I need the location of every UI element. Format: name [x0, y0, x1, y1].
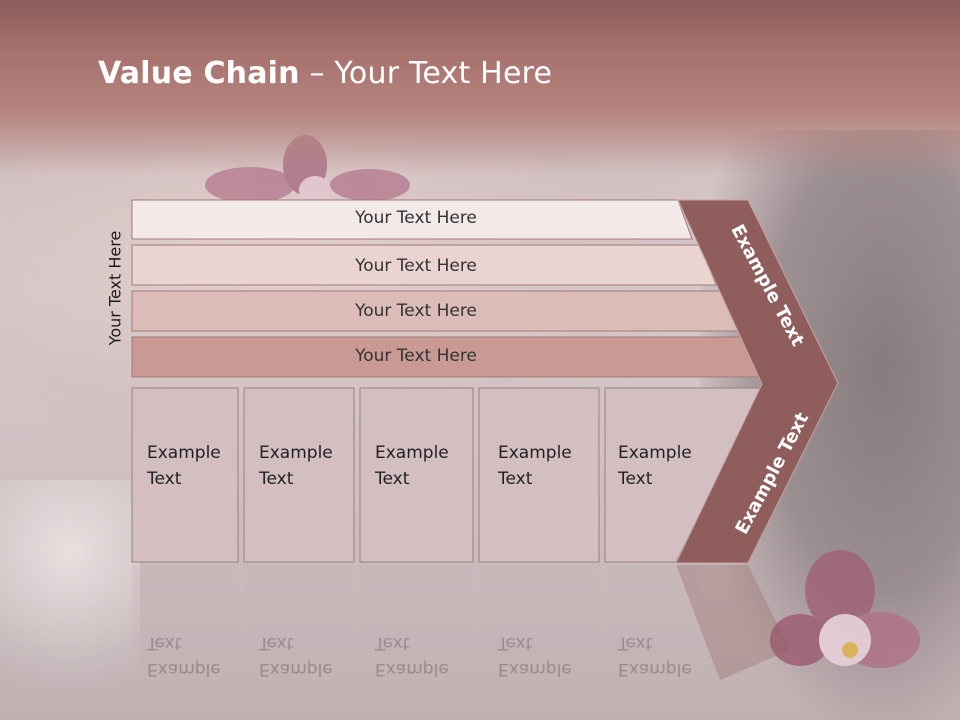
box-4-line1: Example — [498, 443, 572, 463]
background-photo-lace — [0, 480, 140, 720]
value-chain-arrow — [675, 199, 839, 564]
box-1-shape — [131, 387, 239, 563]
box-1-line2: Text — [147, 469, 182, 489]
vertical-label: Your Text Here — [105, 230, 125, 346]
box-4-shape — [478, 387, 600, 563]
row-3-text: Your Text Here — [355, 301, 477, 321]
orchid-flower-bottom — [770, 550, 920, 668]
box-5-line2: Text — [618, 469, 653, 489]
title-banner — [0, 0, 960, 175]
box-2-line1: Example — [259, 443, 333, 463]
box-3-shape — [359, 387, 474, 563]
box-1-line1: Example — [147, 443, 221, 463]
row-2-shape — [131, 244, 717, 286]
box-3-line2: Text — [375, 469, 410, 489]
title-bold: Value Chain — [98, 56, 300, 91]
box-4-line2: Text — [498, 469, 533, 489]
box-2-shape — [243, 387, 355, 563]
row-1-shape — [131, 199, 693, 240]
row-1-text: Your Text Here — [355, 208, 477, 228]
box-2-line2: Text — [259, 469, 294, 489]
row-4-text: Your Text Here — [355, 346, 477, 366]
title-rest: – Your Text Here — [299, 56, 553, 91]
row-2-text: Your Text Here — [355, 256, 477, 276]
slide-title: Value Chain – Your Text Here — [98, 56, 552, 91]
box-5-line1: Example — [618, 443, 692, 463]
box-3-line1: Example — [375, 443, 449, 463]
